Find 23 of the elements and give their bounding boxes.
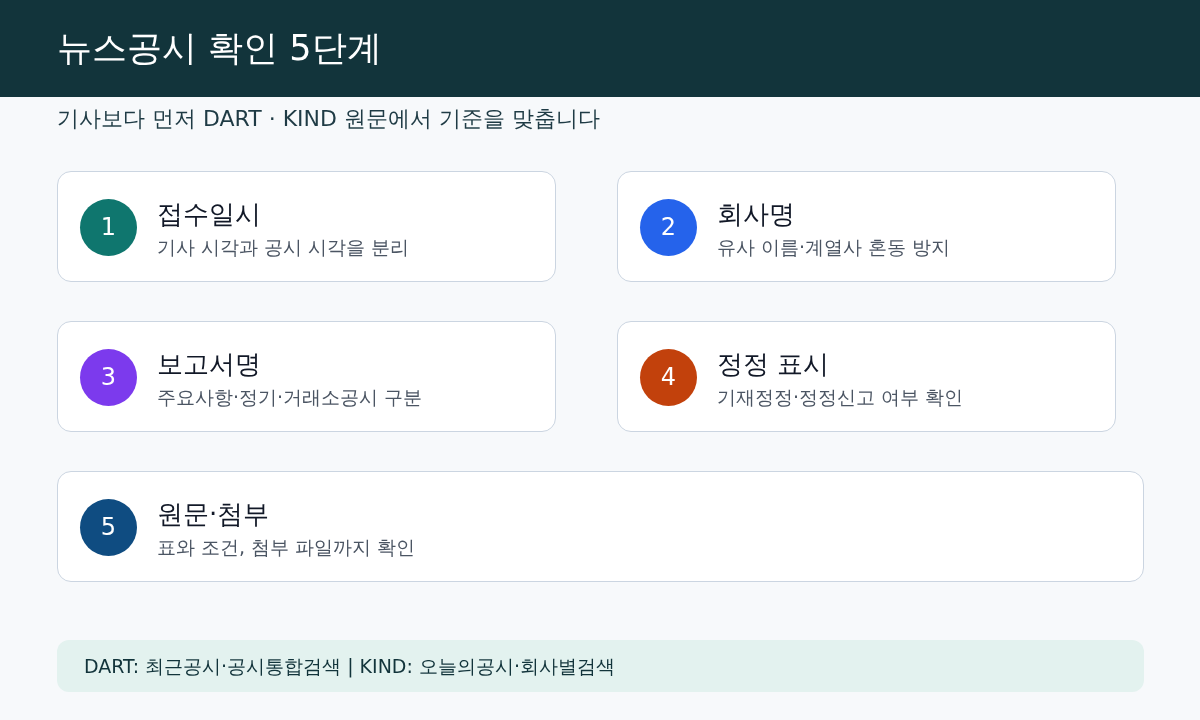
step-title: 회사명 — [717, 198, 795, 231]
step-card — [57, 471, 1144, 582]
step-card — [57, 321, 556, 432]
step-number: 4 — [640, 349, 697, 406]
step-title: 원문·첨부 — [157, 498, 270, 531]
step-card — [617, 321, 1116, 432]
step-description: 주요사항·정기·거래소공시 구분 — [157, 385, 423, 410]
subtitle: 기사보다 먼저 DART · KIND 원문에서 기준을 맞춥니다 — [57, 105, 600, 133]
step-title: 정정 표시 — [717, 348, 830, 381]
step-description: 표와 조건, 첨부 파일까지 확인 — [157, 535, 416, 560]
page-title: 뉴스공시 확인 5단계 — [57, 27, 382, 70]
step-number: 2 — [640, 199, 697, 256]
step-number: 5 — [80, 499, 137, 556]
step-number: 3 — [80, 349, 137, 406]
step-description: 유사 이름·계열사 혼동 방지 — [717, 235, 951, 260]
step-title: 접수일시 — [157, 198, 261, 231]
step-card — [57, 171, 556, 282]
step-title: 보고서명 — [157, 348, 261, 381]
source-note: DART: 최근공시·공시통합검색 | KIND: 오늘의공시·회사별검색 — [57, 640, 1144, 692]
step-number: 1 — [80, 199, 137, 256]
step-description: 기재정정·정정신고 여부 확인 — [717, 385, 964, 410]
step-card — [617, 171, 1116, 282]
step-description: 기사 시각과 공시 시각을 분리 — [157, 235, 410, 260]
